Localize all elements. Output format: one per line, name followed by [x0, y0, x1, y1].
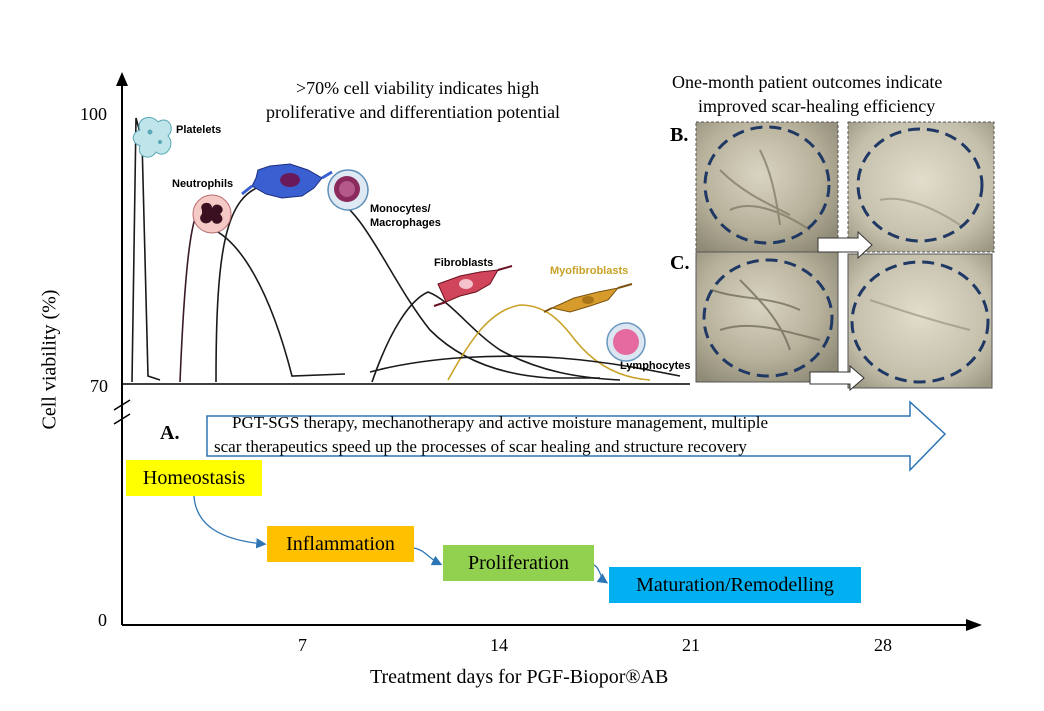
stage-proliferation: Proliferation	[443, 545, 594, 581]
photo-b-after	[847, 121, 995, 253]
x-axis	[122, 619, 982, 631]
monocyte-icon	[327, 169, 369, 211]
platelets-icon	[132, 117, 172, 158]
viability-note-line2: proliferative and differentiation potent…	[266, 102, 561, 122]
monocyte-fall-curve	[329, 194, 600, 379]
therapy-text-line1: PGT-SGS therapy, mechanotherapy and acti…	[232, 413, 768, 432]
platelets-label: Platelets	[176, 124, 222, 136]
y-tick-100: 100	[80, 104, 107, 124]
x-tick-7: 7	[298, 635, 307, 655]
photo-c-arrow	[809, 364, 865, 392]
panel-label-b: B.	[670, 124, 689, 146]
y-tick-70: 70	[90, 376, 108, 396]
monocyte-rise-curve	[215, 184, 266, 383]
outcomes-line1: One-month patient outcomes indicate	[672, 72, 943, 92]
neutrophils-label: Neutrophils	[172, 178, 234, 190]
viability-note-line1: >70% cell viability indicates high	[296, 78, 540, 98]
x-axis-label: Treatment days for PGF-Biopor®AB	[370, 666, 669, 688]
fibroblast-curve	[371, 291, 621, 383]
x-tick-28: 28	[874, 635, 892, 655]
panel-label-c: C.	[670, 252, 690, 274]
fibroblast-icon	[433, 265, 513, 307]
monocytes-label-line2: Macrophages	[370, 217, 441, 229]
myofibroblast-icon	[543, 283, 633, 313]
outcomes-line2: improved scar-healing efficiency	[698, 96, 936, 116]
y-axis	[113, 72, 131, 625]
y-tick-0: 0	[98, 610, 107, 630]
fibroblasts-label: Fibroblasts	[434, 257, 494, 269]
myofibroblasts-label: Myofibroblasts	[550, 265, 629, 277]
stage-maturation: Maturation/Remodelling	[609, 567, 861, 603]
stage-homeostasis: Homeostasis	[126, 460, 262, 496]
photo-c-before	[695, 251, 839, 383]
stage-connectors	[193, 495, 609, 584]
neutrophil-icon	[192, 194, 232, 234]
photo-b-before	[695, 121, 839, 253]
x-tick-21: 21	[682, 635, 700, 655]
lymphocytes-label: Lymphocytes	[620, 360, 691, 372]
photo-c-after	[847, 253, 993, 389]
myofibroblast-curve	[447, 304, 651, 381]
photo-b-arrow	[817, 230, 873, 260]
lymphocyte-icon	[606, 322, 646, 362]
macrophage-icon	[241, 163, 333, 199]
cell-viability-curves	[131, 117, 681, 383]
stage-inflammation: Inflammation	[267, 526, 414, 562]
x-tick-14: 14	[490, 635, 508, 655]
panel-label-a: A.	[160, 422, 180, 444]
monocytes-label-line1: Monocytes/	[370, 203, 431, 215]
neutrophil-fall-curve	[209, 227, 346, 377]
therapy-text-line2: scar therapeutics speed up the processes…	[214, 437, 747, 456]
platelet-curve	[131, 117, 161, 383]
therapy-arrow	[206, 400, 947, 472]
y-axis-label: Cell viability (%)	[38, 289, 61, 430]
lymphocyte-curve	[369, 355, 681, 377]
